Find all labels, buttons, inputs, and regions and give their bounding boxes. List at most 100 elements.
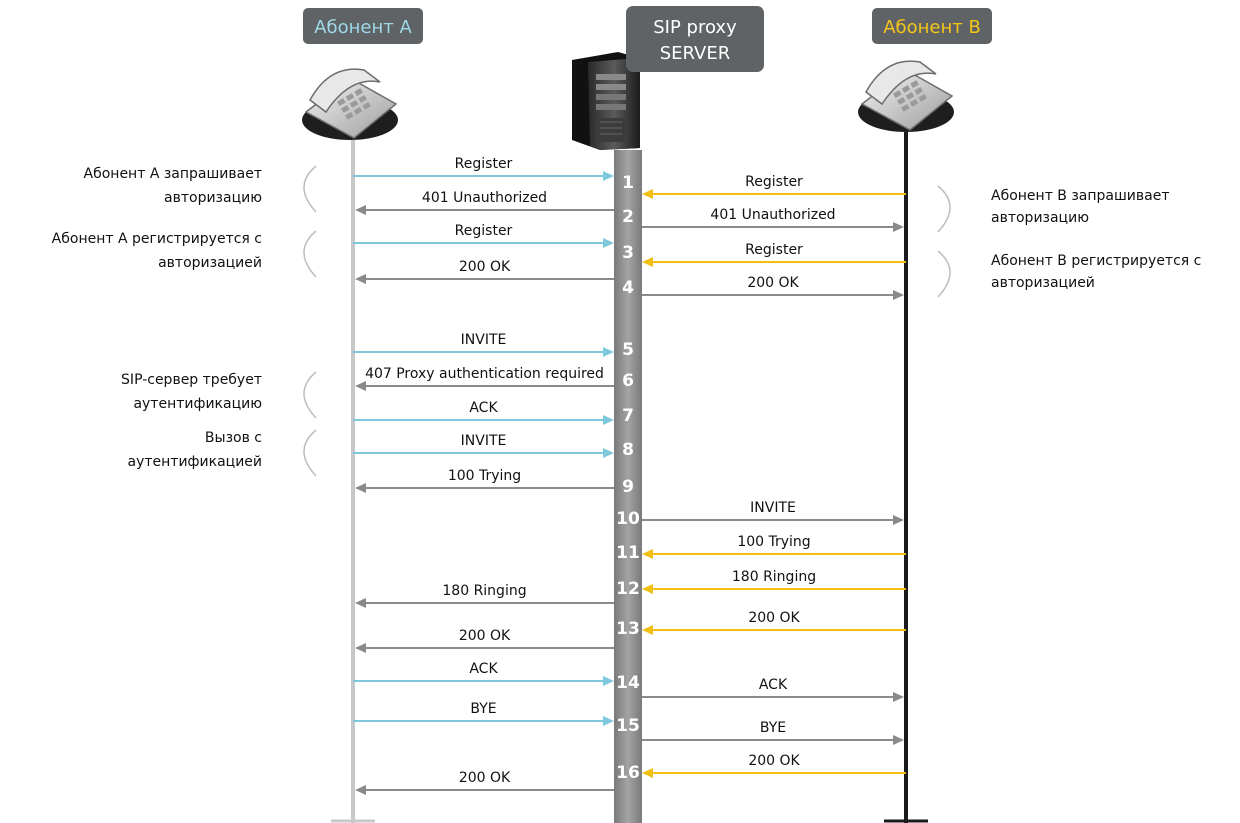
message-16: 180 Ringing — [642, 569, 906, 594]
message-arrowhead — [893, 692, 904, 702]
message-arrowhead — [603, 448, 614, 458]
message-label: 200 OK — [459, 628, 511, 644]
message-arrowhead — [355, 205, 366, 215]
desk-phone-icon — [302, 68, 398, 140]
message-arrowhead — [642, 189, 653, 199]
message-label: ACK — [469, 661, 498, 677]
annotation-line1: Абонент А регистрируется с — [52, 231, 262, 247]
message-arrowhead — [603, 415, 614, 425]
step-number: 16 — [616, 763, 640, 783]
annotation-bracket — [303, 230, 317, 278]
message-label: 180 Ringing — [732, 569, 816, 585]
server-header: SIP proxy SERVER — [626, 6, 764, 72]
step-number: 2 — [622, 207, 634, 227]
message-label: 180 Ringing — [442, 583, 526, 599]
message-label: BYE — [470, 701, 496, 717]
tower-server-icon — [572, 52, 640, 150]
step-number: 6 — [622, 371, 634, 391]
message-label: INVITE — [461, 433, 507, 449]
message-5: Register — [642, 174, 906, 199]
message-label: 100 Trying — [448, 468, 521, 484]
message-arrowhead — [355, 598, 366, 608]
step-number: 5 — [622, 340, 634, 360]
message-18: 200 OK — [642, 610, 906, 635]
participant-b-label-box — [872, 8, 992, 44]
message-arrowhead — [355, 381, 366, 391]
message-4: 200 OK — [355, 259, 614, 284]
message-label: 200 OK — [748, 610, 800, 626]
message-arrowhead — [642, 584, 653, 594]
message-label: 200 OK — [748, 753, 800, 769]
message-arrowhead — [603, 238, 614, 248]
message-label: Register — [455, 223, 513, 239]
participant-b-header: Абонент В — [872, 8, 992, 44]
message-25: 200 OK — [355, 770, 614, 795]
message-label: 100 Trying — [737, 534, 810, 550]
annotation-line1: Вызов с — [205, 430, 262, 446]
annotation-bracket — [303, 165, 317, 213]
participant-a-header: Абонент А — [303, 8, 423, 44]
message-label: BYE — [760, 720, 786, 736]
annotation-line2: авторизацией — [158, 255, 262, 271]
message-arrowhead — [642, 549, 653, 559]
annotation-line2: аутентификацией — [128, 454, 262, 470]
message-label: 200 OK — [459, 770, 511, 786]
server-lifeline — [614, 150, 642, 823]
message-label: INVITE — [750, 500, 796, 516]
annotation-left: Абонент А регистрируется с авторизацией — [52, 230, 317, 278]
message-label: 200 OK — [747, 275, 799, 291]
message-6: 401 Unauthorized — [642, 207, 904, 232]
message-1: Register — [353, 156, 614, 181]
step-number: 9 — [622, 477, 634, 497]
message-23: BYE — [642, 720, 904, 745]
message-2: 401 Unauthorized — [355, 190, 614, 215]
message-label: Register — [745, 174, 803, 190]
message-arrowhead — [355, 274, 366, 284]
message-21: ACK — [642, 677, 904, 702]
message-arrowhead — [642, 625, 653, 635]
message-label: INVITE — [461, 332, 507, 348]
server-label-line1: SIP proxy — [653, 17, 737, 38]
step-number: 7 — [622, 406, 634, 426]
server-label-line2: SERVER — [660, 43, 731, 64]
step-number: 8 — [622, 440, 634, 460]
message-arrowhead — [893, 290, 904, 300]
message-arrowhead — [603, 347, 614, 357]
step-number: 15 — [616, 716, 640, 736]
message-label: 401 Unauthorized — [422, 190, 547, 206]
message-arrowhead — [642, 257, 653, 267]
message-arrowhead — [603, 171, 614, 181]
message-arrowhead — [893, 735, 904, 745]
lifelines — [331, 132, 928, 823]
annotation-left: Вызов с аутентификацией — [128, 429, 317, 477]
message-17: 180 Ringing — [355, 583, 614, 608]
message-arrowhead — [355, 643, 366, 653]
desk-phone-icon — [858, 60, 954, 132]
message-arrowhead — [603, 676, 614, 686]
message-label: 401 Unauthorized — [710, 207, 835, 223]
step-number: 14 — [616, 673, 640, 693]
message-8: 200 OK — [642, 275, 904, 300]
step-number: 11 — [616, 543, 640, 563]
message-arrowhead — [355, 483, 366, 493]
message-arrowhead — [603, 716, 614, 726]
message-19: 200 OK — [355, 628, 614, 653]
annotation-line2: авторизацией — [991, 275, 1095, 291]
server-label-box — [626, 6, 764, 72]
annotation-bracket — [937, 185, 951, 233]
message-arrowhead — [893, 222, 904, 232]
message-11: ACK — [353, 400, 614, 425]
message-12: INVITE — [353, 433, 614, 458]
step-number: 4 — [622, 278, 634, 298]
message-arrowhead — [893, 515, 904, 525]
annotation-line1: Абонент В запрашивает — [991, 188, 1170, 204]
annotation-line2: аутентификацию — [133, 396, 262, 412]
step-number: 1 — [622, 173, 634, 193]
participant-b-label: Абонент В — [883, 17, 981, 38]
annotation-line2: авторизацию — [164, 190, 262, 206]
